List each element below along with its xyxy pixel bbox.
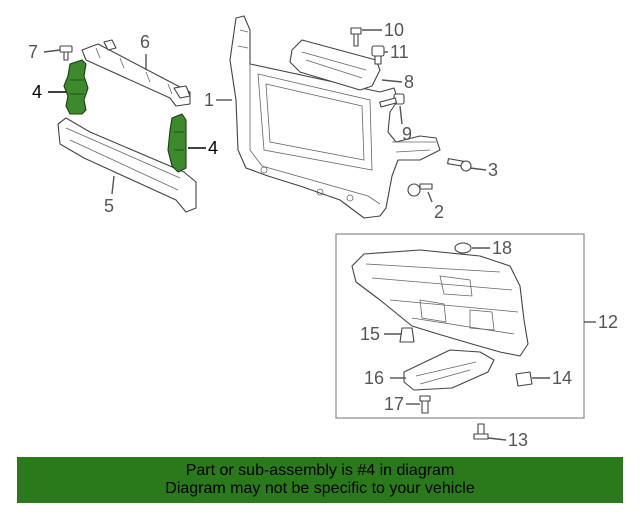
part-4-right-air-guide xyxy=(167,113,187,173)
callout-7: 7 xyxy=(28,42,38,62)
part-4-left-air-guide xyxy=(63,59,89,115)
part-5-lower-air-guide xyxy=(57,117,197,213)
callout-3: 3 xyxy=(488,160,498,180)
parts-diagram: 1 2 3 4 4 5 6 7 8 9 10 11 12 13 14 15 16… xyxy=(28,15,618,450)
callout-16: 16 xyxy=(364,368,384,388)
banner-part-line: Part or sub-assembly is #4 in diagram xyxy=(185,462,455,479)
part-14-clip xyxy=(515,371,533,387)
callout-1: 1 xyxy=(204,90,214,110)
callout-14: 14 xyxy=(552,368,572,388)
part-15-grommet xyxy=(399,327,415,343)
part-7-bolt xyxy=(59,45,73,61)
callout-8: 8 xyxy=(404,72,414,92)
assembly-12-outline xyxy=(335,233,585,419)
banner-disclaimer-line: Diagram may not be specific to your vehi… xyxy=(165,480,475,497)
callout-6: 6 xyxy=(140,32,150,52)
callout-13: 13 xyxy=(508,430,528,450)
part-16-splash-shield xyxy=(403,349,495,391)
part-17-bolt xyxy=(419,395,431,414)
part-9-bolt xyxy=(379,93,405,108)
leader-lines xyxy=(43,29,596,441)
callout-4-right: 4 xyxy=(208,138,218,158)
callout-17: 17 xyxy=(384,394,404,414)
callout-5: 5 xyxy=(104,196,114,216)
part-12-engine-undercover xyxy=(351,249,529,357)
callout-9: 9 xyxy=(402,124,412,144)
callout-15: 15 xyxy=(360,324,380,344)
callout-10: 10 xyxy=(384,20,404,40)
callout-12: 12 xyxy=(598,312,618,332)
part-2-bolt xyxy=(407,183,433,197)
part-11-nut xyxy=(371,45,385,65)
part-10-bolt xyxy=(350,27,362,47)
callout-11: 11 xyxy=(390,42,409,62)
part-18-clip xyxy=(454,242,472,254)
part-info-banner: Part or sub-assembly is #4 in diagram Di… xyxy=(17,457,623,503)
callout-4-left: 4 xyxy=(32,82,42,102)
part-1-radiator-support xyxy=(229,15,441,219)
callout-2: 2 xyxy=(434,202,444,222)
callout-18: 18 xyxy=(492,238,512,258)
part-13-bolt xyxy=(473,423,489,440)
part-6-upper-air-guide xyxy=(81,39,191,107)
part-3-bolt xyxy=(447,158,472,172)
part-8-upper-cover xyxy=(289,39,381,91)
